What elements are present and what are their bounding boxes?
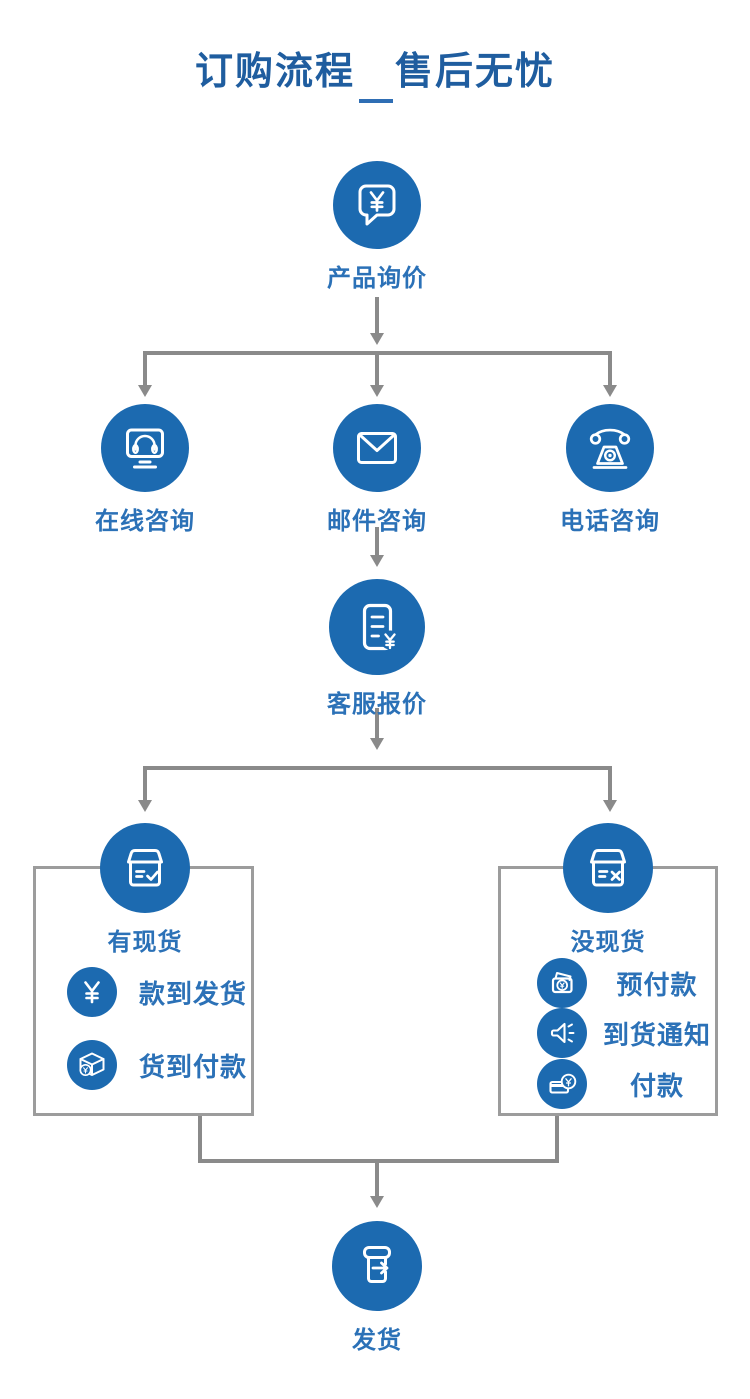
wallet-yuan-icon — [537, 958, 587, 1008]
speech-bubble-yuan-icon — [333, 161, 421, 249]
node-ship: 发货 — [287, 1221, 467, 1355]
node-label: 在线咨询 — [95, 508, 195, 535]
yuan-icon — [67, 967, 117, 1017]
arrow-down-icon — [138, 385, 152, 397]
node-phone-consult: 电话咨询 — [520, 404, 700, 536]
title-underline — [359, 99, 393, 103]
item-label: 货到付款 — [138, 1051, 247, 1082]
node-label: 客服报价 — [327, 691, 427, 718]
connector-line — [555, 1116, 559, 1163]
loudspeaker-icon — [537, 1008, 587, 1058]
shipping-box-arrow-icon — [332, 1221, 422, 1311]
arrow-down-icon — [370, 1196, 384, 1208]
node-out-of-stock: 没现货 — [518, 823, 698, 957]
package-coin-icon — [67, 1040, 117, 1090]
item-label: 付款 — [629, 1070, 684, 1101]
item-payment: 付款 — [537, 1059, 719, 1109]
connector-line — [198, 1116, 202, 1163]
connector-line — [143, 351, 147, 385]
node-label: 产品询价 — [327, 265, 427, 292]
connector-line — [375, 708, 379, 738]
connector-line — [143, 766, 612, 770]
envelope-icon — [333, 404, 421, 492]
node-in-stock: 有现货 — [55, 823, 235, 957]
box-cross-icon — [563, 823, 653, 913]
monitor-headset-icon — [101, 404, 189, 492]
node-label: 发货 — [352, 1327, 402, 1354]
box-check-icon — [100, 823, 190, 913]
connector-line — [198, 1159, 559, 1163]
item-label: 到货通知 — [602, 1019, 711, 1050]
arrow-down-icon — [370, 555, 384, 567]
node-label: 有现货 — [107, 929, 183, 956]
node-service-quote: 客服报价 — [287, 579, 467, 719]
node-product-inquiry: 产品询价 — [287, 161, 467, 293]
connector-line — [375, 297, 379, 333]
arrow-down-icon — [603, 800, 617, 812]
arrow-down-icon — [603, 385, 617, 397]
page-title: 订购流程 售后无忧 — [194, 51, 555, 93]
item-label: 款到发货 — [138, 978, 247, 1009]
connector-line — [143, 766, 147, 800]
node-label: 邮件咨询 — [327, 508, 427, 535]
connector-line — [608, 351, 612, 385]
connector-line — [608, 766, 612, 800]
connector-line — [375, 355, 379, 385]
node-online-consult: 在线咨询 — [55, 404, 235, 536]
item-cash-on-delivery: 货到付款 — [67, 1040, 263, 1090]
item-arrival-notice: 到货通知 — [537, 1008, 719, 1058]
document-yuan-icon — [329, 579, 425, 675]
node-label: 没现货 — [570, 929, 646, 956]
node-email-consult: 邮件咨询 — [287, 404, 467, 536]
arrow-down-icon — [370, 333, 384, 345]
telephone-icon — [566, 404, 654, 492]
item-label: 预付款 — [616, 969, 698, 1000]
item-prepayment: 预付款 — [537, 958, 719, 1008]
arrow-down-icon — [370, 385, 384, 397]
node-label: 电话咨询 — [560, 508, 660, 535]
arrow-down-icon — [370, 738, 384, 750]
connector-line — [143, 351, 612, 355]
arrow-down-icon — [138, 800, 152, 812]
connector-line — [375, 527, 379, 555]
connector-line — [375, 1163, 379, 1196]
item-pay-then-ship: 款到发货 — [67, 967, 263, 1017]
card-coin-icon — [537, 1059, 587, 1109]
